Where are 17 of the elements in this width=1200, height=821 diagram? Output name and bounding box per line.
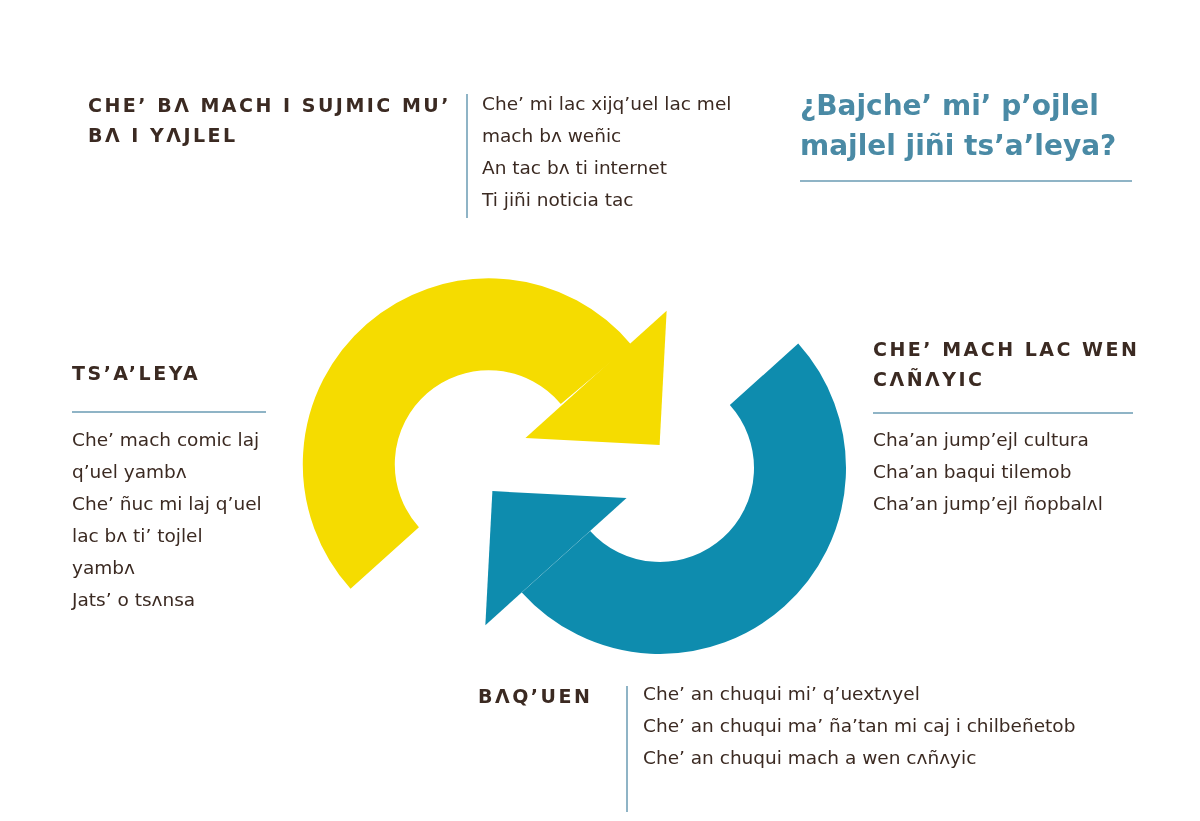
section-heading: CHE’ BɅ MACH I SUJMIC MU’ BɅ I YɅJLEL [88,93,452,148]
list-item: Che’ an chuqui mi’ q’uextʌyel [643,682,920,706]
title: ¿Bajche’ mi’ p’ojlel majlel jiñi ts’a’leya? [800,88,1118,164]
section-heading: TS’A’LEYA [72,361,201,386]
list-item: Cha’an jump’ejl ñopbalʌl [873,492,1103,516]
list-item: Ti jiñi noticia tac [482,188,634,212]
list-item: Cha’an jump’ejl cultura [873,428,1089,452]
list-item: Jats’ o tsʌnsa [72,588,196,612]
list-item: Che’ mi lac xijq’uel lac mel mach bʌ weñic [482,92,732,148]
list-item: Che’ ñuc mi laj q’uel lac bʌ ti’ tojlel yambʌ [72,492,262,580]
list-item: Che’ an chuqui mach a wen cʌñʌyic [643,746,977,770]
list-item: An tac bʌ ti internet [482,156,667,180]
section-heading: BɅQ’UEN [478,684,593,709]
list-item: Cha’an baqui tilemob [873,460,1072,484]
list-item: Che’ an chuqui ma’ ña’tan mi caj i chilbeñetob [643,714,1076,738]
section-heading: CHE’ MACH LAC WEN CɅÑɅYIC [873,337,1141,392]
list-item: Che’ mach comic laj q’uel yambʌ [72,428,261,484]
